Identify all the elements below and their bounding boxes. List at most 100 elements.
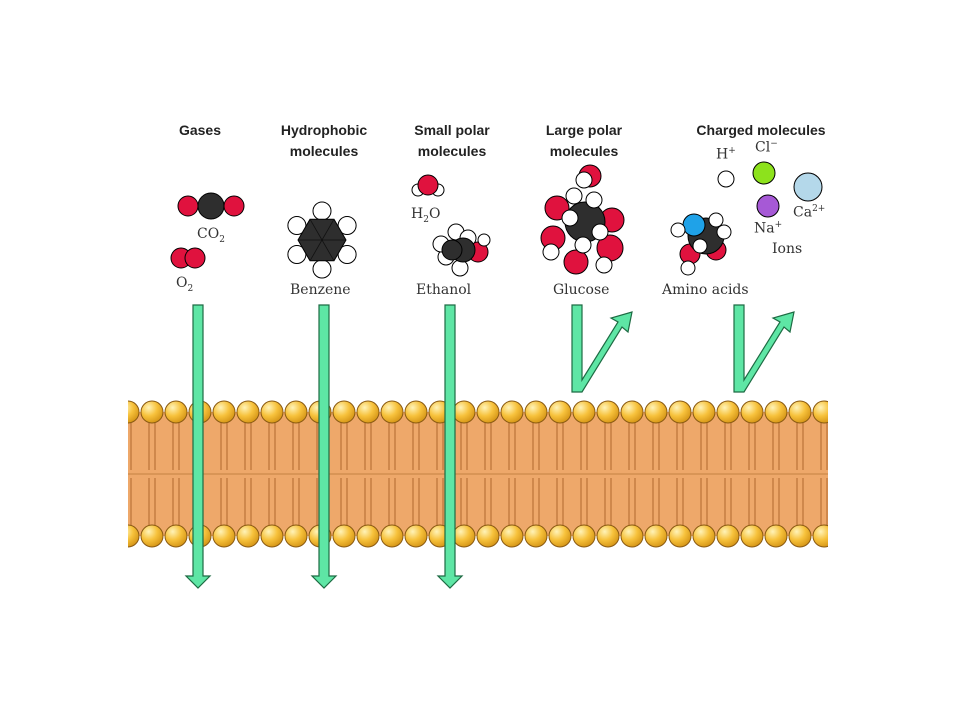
lipid-head-lower — [644, 524, 668, 548]
lipid-head-upper — [740, 400, 764, 424]
lipid-bilayer — [128, 400, 828, 548]
header-large-polar-line1: Large polar — [545, 122, 623, 138]
hydrogen-atom — [312, 259, 332, 279]
lipid-tail-upper — [292, 422, 300, 470]
oxygen-atom — [417, 174, 439, 196]
lipid-tail-lower — [436, 478, 444, 526]
lipid-tail-upper — [748, 422, 756, 470]
lipid-head-upper — [548, 400, 572, 424]
molecules — [170, 161, 823, 279]
cl-ion — [752, 161, 776, 185]
lipid-head-lower — [212, 524, 236, 548]
lipid-tail-lower — [130, 478, 132, 526]
hydrogen-atom — [477, 233, 491, 247]
lipid-tail-lower — [676, 478, 684, 526]
lipid-head-lower — [620, 524, 644, 548]
lipid-tail-upper — [604, 422, 612, 470]
nitrogen-atom — [682, 213, 706, 237]
lipid-tail-lower — [700, 478, 708, 526]
lipid-tail-upper — [700, 422, 708, 470]
lipid-head-lower — [452, 524, 476, 548]
lipid-head-upper — [212, 400, 236, 424]
lipid-tail-lower — [772, 478, 780, 526]
lipid-head-upper — [500, 400, 524, 424]
amino-acid-molecule — [670, 212, 732, 276]
lipid-tail-lower — [340, 478, 348, 526]
lipid-head-lower — [128, 524, 140, 548]
lipid-tail-upper — [268, 422, 276, 470]
lipid-head-upper — [380, 400, 404, 424]
label-h-ion: H+ — [716, 146, 736, 163]
lipid-tail-lower — [724, 478, 732, 526]
lipid-head-lower — [548, 524, 572, 548]
lipid-head-lower — [140, 524, 164, 548]
lipid-tail-lower — [220, 478, 228, 526]
lipid-head-upper — [716, 400, 740, 424]
lipid-head-upper — [332, 400, 356, 424]
label-o2-sub: 2 — [187, 283, 194, 294]
lipid-tail-upper — [148, 422, 156, 470]
header-hydrophobic: Hydrophobic molecules — [260, 120, 388, 162]
lipid-tail-lower — [796, 478, 804, 526]
lipid-head-lower — [812, 524, 828, 548]
lipid-head-upper — [524, 400, 548, 424]
header-charged: Charged molecules — [676, 120, 846, 141]
arrow-gases-cross — [184, 304, 212, 589]
lipid-tail-upper — [460, 422, 468, 470]
label-cl-ion-main: Cl — [755, 139, 771, 156]
lipid-head-upper — [668, 400, 692, 424]
hydrogen-atom — [312, 201, 332, 221]
oxygen-atom — [184, 247, 206, 269]
lipid-head-lower — [260, 524, 284, 548]
header-small-polar-line1: Small polar — [414, 122, 490, 138]
lipid-tail-upper — [484, 422, 492, 470]
lipid-head-lower — [524, 524, 548, 548]
header-charged-title: Charged molecules — [696, 122, 826, 138]
ions-group — [717, 161, 823, 218]
lipid-head-upper — [164, 400, 188, 424]
hydrogen-atom — [595, 256, 613, 274]
header-large-polar: Large polar molecules — [522, 120, 646, 162]
lipid-head-lower — [764, 524, 788, 548]
lipid-head-lower — [476, 524, 500, 548]
arrow-large-polar-blocked — [571, 304, 633, 393]
lipid-tail-upper — [556, 422, 564, 470]
lipid-tail-upper — [772, 422, 780, 470]
lipid-head-upper — [812, 400, 828, 424]
ring-bond — [309, 219, 323, 241]
lipid-tail-lower — [652, 478, 660, 526]
lipid-head-upper — [140, 400, 164, 424]
lipid-head-upper — [788, 400, 812, 424]
ring-bond — [321, 239, 335, 261]
hydrogen-atom — [708, 212, 724, 228]
lipid-head-upper — [452, 400, 476, 424]
lipid-tail-upper — [364, 422, 372, 470]
hydrogen-atom — [670, 222, 686, 238]
lipid-tail-lower — [292, 478, 300, 526]
header-small-polar-line2: molecules — [417, 143, 487, 159]
lipid-head-upper — [476, 400, 500, 424]
hydrogen-atom — [565, 187, 583, 205]
label-ethanol: Ethanol — [416, 282, 472, 298]
lipid-tail-upper — [388, 422, 396, 470]
lipid-head-upper — [128, 400, 140, 424]
arrow-hydrophobic-cross — [310, 304, 338, 589]
lipid-tail-upper — [412, 422, 420, 470]
lipid-head-lower — [284, 524, 308, 548]
ring-bond — [321, 219, 335, 241]
lipid-head-lower — [692, 524, 716, 548]
label-glucose: Glucose — [553, 282, 610, 298]
lipid-head-lower — [572, 524, 596, 548]
label-o2: O2 — [176, 275, 193, 294]
lipid-tail-lower — [820, 478, 828, 526]
label-co2-sub: 2 — [219, 234, 225, 245]
lipid-head-lower — [356, 524, 380, 548]
hydrogen-atom — [451, 259, 469, 277]
lipid-tail-upper — [628, 422, 636, 470]
lipid-tail-lower — [508, 478, 516, 526]
lipid-tail-lower — [532, 478, 540, 526]
hydrogen-atom — [680, 260, 696, 276]
co2-molecule — [177, 192, 245, 220]
